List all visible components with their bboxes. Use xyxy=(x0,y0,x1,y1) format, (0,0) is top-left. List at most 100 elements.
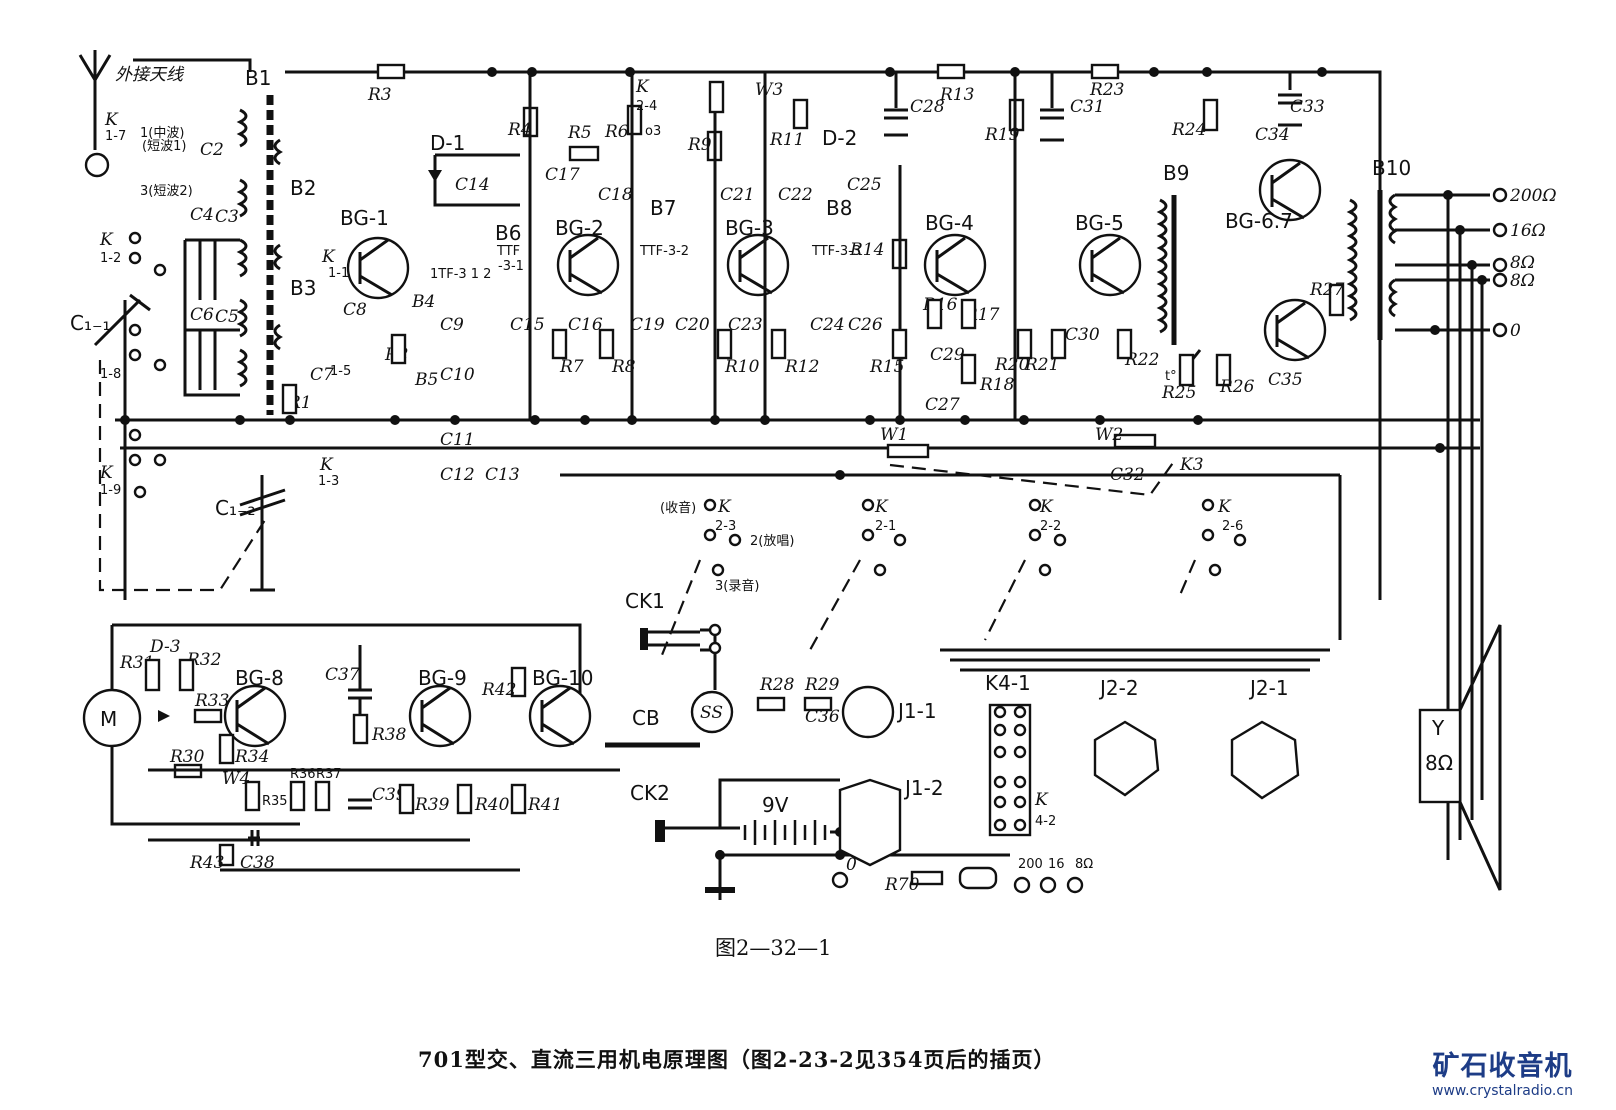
svg-text:TTF: TTF xyxy=(496,244,520,259)
resistor-r23 xyxy=(1090,63,1120,80)
speaker-id: Y xyxy=(1431,716,1445,740)
svg-text:CK2: CK2 xyxy=(630,781,670,805)
svg-text:0: 0 xyxy=(846,855,857,875)
svg-text:R11: R11 xyxy=(769,130,804,150)
svg-text:B9: B9 xyxy=(1163,161,1189,185)
bottom-tap-label-16: 16 xyxy=(1048,857,1065,872)
band-sw1-label: (短波1) xyxy=(142,139,186,154)
speaker-impedance: 8Ω xyxy=(1425,751,1453,775)
svg-text:R40: R40 xyxy=(474,795,510,815)
svg-text:K3: K3 xyxy=(1179,455,1204,475)
svg-text:R5: R5 xyxy=(567,123,592,143)
k2-3-pos3-note: 3(录音) xyxy=(715,578,759,594)
svg-text:B2: B2 xyxy=(290,176,316,200)
bottom-tap-label-8: 8Ω xyxy=(1075,857,1093,872)
svg-text:C27: C27 xyxy=(925,395,960,415)
svg-text:W2: W2 xyxy=(1095,425,1123,445)
battery-label: 9V xyxy=(762,793,789,817)
svg-text:C30: C30 xyxy=(1065,325,1100,345)
svg-text:R10: R10 xyxy=(724,357,760,377)
svg-text:R22: R22 xyxy=(1124,350,1159,370)
output-label-8b: 8Ω xyxy=(1510,271,1535,291)
bottom-tap-8[interactable] xyxy=(1066,876,1084,894)
output-terminal-16[interactable] xyxy=(1492,222,1508,238)
svg-text:K: K xyxy=(321,247,336,267)
svg-text:R39: R39 xyxy=(414,795,450,815)
svg-text:W4: W4 xyxy=(222,769,250,789)
bottom-tap-16[interactable] xyxy=(1039,876,1057,894)
watermark-title: 矿石收音机 xyxy=(1432,1051,1573,1082)
svg-text:R41: R41 xyxy=(527,795,562,815)
svg-text:C26: C26 xyxy=(848,315,883,335)
thermistor-label: t° xyxy=(1165,369,1177,384)
svg-text:R13: R13 xyxy=(939,85,974,105)
svg-text:2-6: 2-6 xyxy=(1222,519,1243,534)
svg-text:C2: C2 xyxy=(200,140,224,160)
rf-input-section: B1 B2 B3 C2 C4 C3 C6 C5 C₁₋₁ K 1-2 1-8 K… xyxy=(70,66,339,600)
svg-text:C21: C21 xyxy=(720,185,755,205)
audio-stages: C28 C31 R19 BG-4 BG-5 R16 R17 C29 R18 R2… xyxy=(884,72,1159,420)
svg-text:R32: R32 xyxy=(186,650,221,670)
band-sw2-label: 3(短波2) xyxy=(140,184,193,199)
svg-text:R14: R14 xyxy=(849,240,884,260)
terminal-0[interactable] xyxy=(831,871,849,889)
if-stages: D-1 C14 B6 TTF -3-1 R4 R5 R6 C17 C18 BG-… xyxy=(428,72,908,420)
antenna-icon xyxy=(78,50,112,150)
svg-text:J2-2: J2-2 xyxy=(1098,676,1139,700)
svg-text:C6: C6 xyxy=(190,305,214,325)
switch-bank-k2: W1 W2 C32 K3 (收音) K 2-3 2(放唱) 3(录音) K 2-… xyxy=(560,425,1340,661)
svg-text:2-1: 2-1 xyxy=(875,519,896,534)
svg-text:K: K xyxy=(99,230,114,250)
svg-text:R18: R18 xyxy=(979,375,1015,395)
svg-text:B10: B10 xyxy=(1372,156,1411,180)
svg-text:R28: R28 xyxy=(759,675,795,695)
band-mw-label: 1(中波) xyxy=(140,126,184,141)
svg-text:C19: C19 xyxy=(630,315,665,335)
connector-j1-1 xyxy=(841,685,895,739)
speaker: Y 8Ω xyxy=(1418,624,1502,891)
pickup-section: CB SS R28 R29 C36 J1-1 xyxy=(605,675,937,748)
svg-text:2-2: 2-2 xyxy=(1040,519,1061,534)
svg-text:R25: R25 xyxy=(1161,383,1196,403)
svg-text:2-3: 2-3 xyxy=(715,519,736,534)
watermark-url: www.crystalradio.cn xyxy=(1432,1083,1573,1099)
svg-text:R4: R4 xyxy=(507,120,532,140)
bottom-tap-200[interactable] xyxy=(1013,876,1031,894)
svg-text:C28: C28 xyxy=(910,97,945,117)
resistor-r13 xyxy=(936,63,966,80)
svg-text:R29: R29 xyxy=(804,675,840,695)
bottom-tap-label-200: 200 xyxy=(1018,857,1043,872)
svg-text:C39: C39 xyxy=(372,785,407,805)
jack-ck1: CK1 xyxy=(625,589,722,690)
output-label-200: 200Ω xyxy=(1509,186,1557,206)
svg-text:C8: C8 xyxy=(343,300,367,320)
output-terminal-200[interactable] xyxy=(1492,187,1508,203)
svg-text:C17: C17 xyxy=(545,165,580,185)
svg-text:C32: C32 xyxy=(1110,465,1145,485)
svg-text:K: K xyxy=(635,77,650,97)
output-terminal-8a[interactable] xyxy=(1492,257,1508,273)
svg-text:C14: C14 xyxy=(455,175,490,195)
antenna-section: 外接天线 K 1-7 1(中波) (短波1) 3(短波2) xyxy=(78,50,193,199)
svg-text:K: K xyxy=(1217,497,1232,517)
svg-text:BG-1: BG-1 xyxy=(340,206,389,230)
svg-text:C3: C3 xyxy=(215,207,239,227)
potentiometer-w1 xyxy=(886,443,930,459)
motor-label: M xyxy=(100,707,117,731)
output-terminal-8b[interactable] xyxy=(1492,272,1508,288)
svg-text:CB: CB xyxy=(632,706,660,730)
k1-7-label: K xyxy=(104,110,119,130)
svg-text:C25: C25 xyxy=(847,175,882,195)
svg-text:R3: R3 xyxy=(367,85,392,105)
svg-text:C23: C23 xyxy=(728,315,763,335)
output-terminal-0[interactable] xyxy=(1492,322,1508,338)
svg-text:C24: C24 xyxy=(810,315,845,335)
svg-text:BG-6.7: BG-6.7 xyxy=(1225,209,1293,233)
svg-text:C33: C33 xyxy=(1290,97,1325,117)
svg-text:B1: B1 xyxy=(245,66,271,90)
svg-text:K: K xyxy=(717,497,732,517)
potentiometer-w2 xyxy=(1113,433,1157,449)
svg-text:C9: C9 xyxy=(440,315,464,335)
svg-text:C35: C35 xyxy=(1268,370,1303,390)
svg-text:1-3: 1-3 xyxy=(318,474,339,489)
